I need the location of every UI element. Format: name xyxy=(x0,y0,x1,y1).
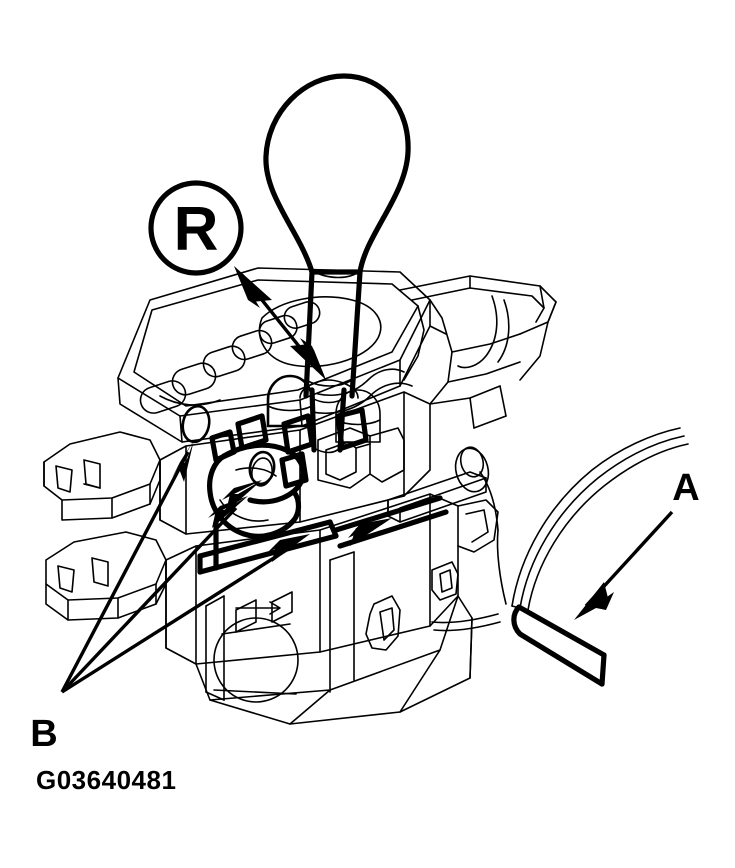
arrow-b-1 xyxy=(60,451,190,693)
detail-arrows xyxy=(222,480,392,546)
callout-b: B xyxy=(30,713,57,755)
arrow-b-2 xyxy=(60,506,238,694)
arrow-r-double xyxy=(234,266,326,380)
callout-b-label: B xyxy=(30,713,57,755)
callout-a: A xyxy=(672,467,699,509)
shift-lever xyxy=(263,73,411,454)
callout-r-label: R xyxy=(174,195,219,264)
figure-id-label: G03640481 xyxy=(36,765,177,795)
shift-lever-housing xyxy=(43,267,557,725)
cable-end-rod xyxy=(511,604,607,687)
arrow-a xyxy=(574,510,674,620)
arrow-b-3 xyxy=(61,542,297,694)
gear-position-windows xyxy=(139,301,321,414)
shift-knob xyxy=(263,73,411,275)
shift-lever-shaft xyxy=(303,269,363,399)
callout-r: R xyxy=(148,180,244,276)
callout-a-label: A xyxy=(672,467,699,509)
control-cable xyxy=(431,427,689,632)
